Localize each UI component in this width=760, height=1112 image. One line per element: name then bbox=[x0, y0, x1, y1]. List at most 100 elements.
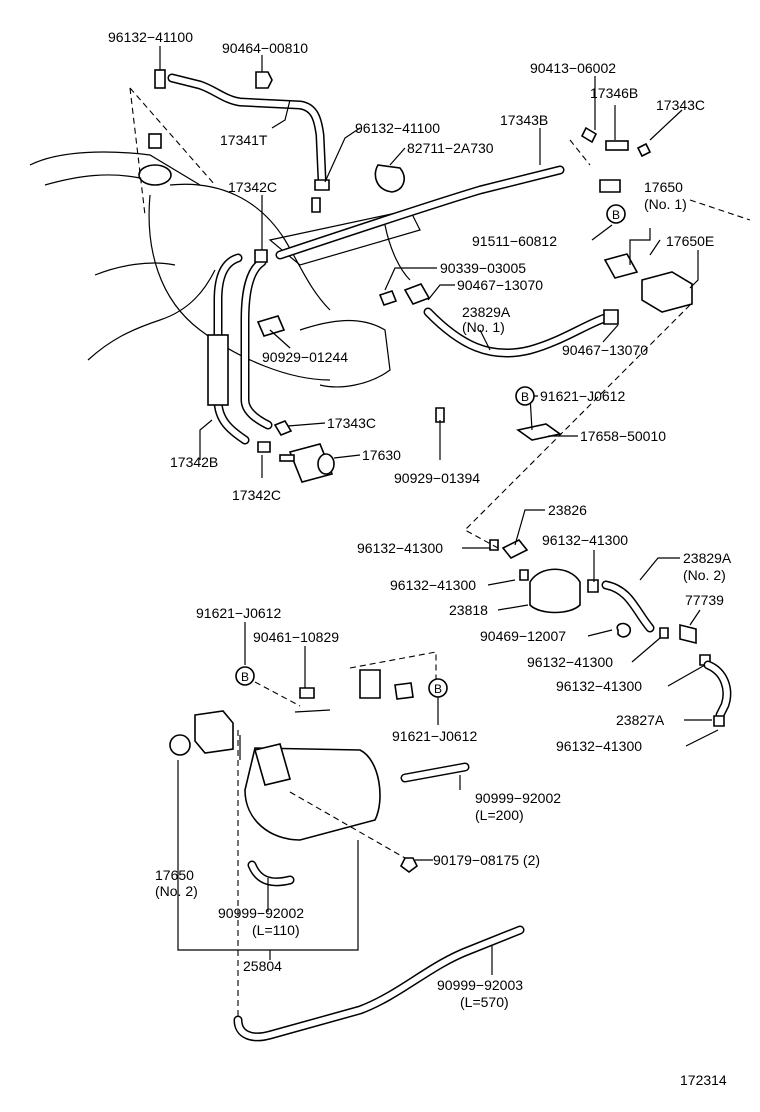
label-90461-10829: 90461−10829 bbox=[253, 629, 339, 645]
clip-17342C-bottom bbox=[257, 441, 271, 453]
clip-90339 bbox=[378, 290, 398, 306]
label-23826: 23826 bbox=[548, 502, 587, 518]
top-hoses bbox=[154, 69, 652, 260]
label-90469-12007: 90469−12007 bbox=[480, 628, 566, 644]
clip-96132-b bbox=[519, 569, 529, 581]
label-17342C-bottom: 17342C bbox=[232, 487, 281, 503]
label-91621-J0612-c: 91621−J0612 bbox=[392, 728, 477, 744]
label-17342C-top: 17342C bbox=[228, 179, 277, 195]
hose-17346B bbox=[605, 140, 629, 151]
filler-neck-cap bbox=[138, 164, 172, 186]
clip-90413 bbox=[580, 126, 598, 144]
label-90999-92003-len: (L=570) bbox=[460, 994, 509, 1010]
clip-90467-b bbox=[603, 309, 619, 325]
label-96132-41300-e: 96132−41300 bbox=[556, 678, 642, 694]
vsv-17650-no2 bbox=[194, 710, 234, 754]
label-90467-13070-a: 90467−13070 bbox=[457, 277, 543, 293]
label-96132-41300-a: 96132−41300 bbox=[357, 540, 443, 556]
label-90999-92002-a: 90999−92002 bbox=[475, 790, 561, 806]
vent-nipple bbox=[148, 133, 162, 149]
part-labels: 96132−41100 90464−00810 17341T 96132−411… bbox=[108, 29, 732, 1088]
connector-lower bbox=[394, 682, 414, 700]
clamp-90469 bbox=[616, 622, 632, 638]
label-17343C-bottom: 17343C bbox=[327, 415, 376, 431]
label-90999-92003: 90999−92003 bbox=[437, 977, 523, 993]
hose-23826 bbox=[501, 538, 529, 560]
ref-b-letter-2: B bbox=[521, 390, 529, 404]
leader-lines bbox=[159, 46, 719, 975]
left-hoses bbox=[207, 249, 293, 453]
bolt-90929-01394 bbox=[435, 407, 445, 423]
label-17650E: 17650E bbox=[666, 233, 714, 249]
label-77739: 77739 bbox=[685, 592, 724, 608]
ref-b-marker-4 bbox=[428, 678, 448, 698]
reference-markers: B B B B bbox=[235, 204, 626, 698]
vsv-17630 bbox=[279, 443, 335, 483]
label-17342B: 17342B bbox=[170, 454, 218, 470]
bracket-lower bbox=[359, 669, 381, 699]
label-91621-J0612-a: 91621−J0612 bbox=[540, 388, 625, 404]
label-17343C-top: 17343C bbox=[656, 97, 705, 113]
clip-mid bbox=[314, 179, 330, 191]
clamp-82711 bbox=[374, 164, 405, 193]
clip-96132-a bbox=[489, 539, 499, 551]
label-17650-no1: 17650 bbox=[644, 179, 683, 195]
clip-96132-f bbox=[713, 715, 725, 727]
middle-right-assembly bbox=[489, 538, 732, 727]
clip-17343C-bottom bbox=[273, 420, 293, 436]
label-17343B: 17343B bbox=[500, 112, 548, 128]
label-17341T: 17341T bbox=[220, 132, 268, 148]
label-90467-13070-b: 90467−13070 bbox=[562, 342, 648, 358]
label-90929-01244: 90929−01244 bbox=[262, 349, 348, 365]
label-91511-60812: 91511−60812 bbox=[472, 233, 557, 249]
label-90179-08175: 90179−08175 (2) bbox=[433, 852, 540, 868]
label-23829A-no1: 23829A bbox=[462, 304, 511, 320]
engine-outline bbox=[29, 133, 421, 388]
valve-77739 bbox=[679, 623, 697, 645]
label-90339-03005: 90339−03005 bbox=[440, 260, 526, 276]
label-90999-92002-b: 90999−92002 bbox=[218, 905, 304, 921]
label-82711-2A730: 82711−2A730 bbox=[407, 140, 494, 156]
bracket-90929-01244 bbox=[256, 315, 286, 337]
clip-90461 bbox=[299, 687, 315, 699]
label-96132-41100-top: 96132−41100 bbox=[108, 29, 193, 45]
label-96132-41300-d: 96132−41300 bbox=[527, 654, 613, 670]
label-90464-00810: 90464−00810 bbox=[222, 40, 308, 56]
ref-b-letter-3: B bbox=[241, 670, 249, 684]
grommet-90179 bbox=[399, 857, 419, 873]
clip-17343C-top bbox=[636, 142, 652, 158]
label-96132-41300-f: 96132−41300 bbox=[556, 738, 642, 754]
diagram-number: 172314 bbox=[680, 1072, 727, 1088]
label-90929-01394: 90929−01394 bbox=[394, 470, 480, 486]
hose-clamp-icon bbox=[255, 71, 273, 89]
label-17650-no2-sub: (No. 2) bbox=[155, 883, 198, 899]
hose-end-plug bbox=[154, 69, 166, 89]
label-17650-no1-sub: (No. 1) bbox=[644, 196, 687, 212]
charcoal-canister-assembly bbox=[169, 669, 525, 1042]
clip-90467-a bbox=[403, 283, 431, 305]
label-90413-06002: 90413−06002 bbox=[530, 60, 616, 76]
ref-b-marker-2 bbox=[515, 386, 535, 406]
clip-17342C-top bbox=[254, 249, 268, 263]
hose-joint bbox=[311, 197, 321, 213]
label-23829A-no1-sub: (No. 1) bbox=[462, 319, 505, 335]
hose-17342B bbox=[207, 334, 229, 406]
label-96132-41100-mid: 96132−41100 bbox=[355, 120, 440, 136]
bracket-17658 bbox=[516, 423, 562, 441]
label-17630: 17630 bbox=[362, 447, 401, 463]
clip-96132-c bbox=[587, 579, 599, 593]
label-96132-41300-b: 96132−41300 bbox=[390, 577, 476, 593]
label-17650-no2: 17650 bbox=[155, 867, 194, 883]
label-91621-J0612-b: 91621−J0612 bbox=[196, 605, 281, 621]
bracket-17650E bbox=[603, 253, 639, 279]
label-96132-41300-c: 96132−41300 bbox=[542, 532, 628, 548]
label-23827A: 23827A bbox=[616, 712, 665, 728]
label-90999-92002-a-len: (L=200) bbox=[475, 807, 524, 823]
label-25804: 25804 bbox=[243, 958, 282, 974]
ref-b-letter-4: B bbox=[434, 682, 442, 696]
label-23829A-no2: 23829A bbox=[683, 550, 732, 566]
label-23818: 23818 bbox=[449, 602, 488, 618]
vsv-17650-no1 bbox=[641, 271, 693, 313]
ref-b-marker-3 bbox=[235, 666, 255, 686]
